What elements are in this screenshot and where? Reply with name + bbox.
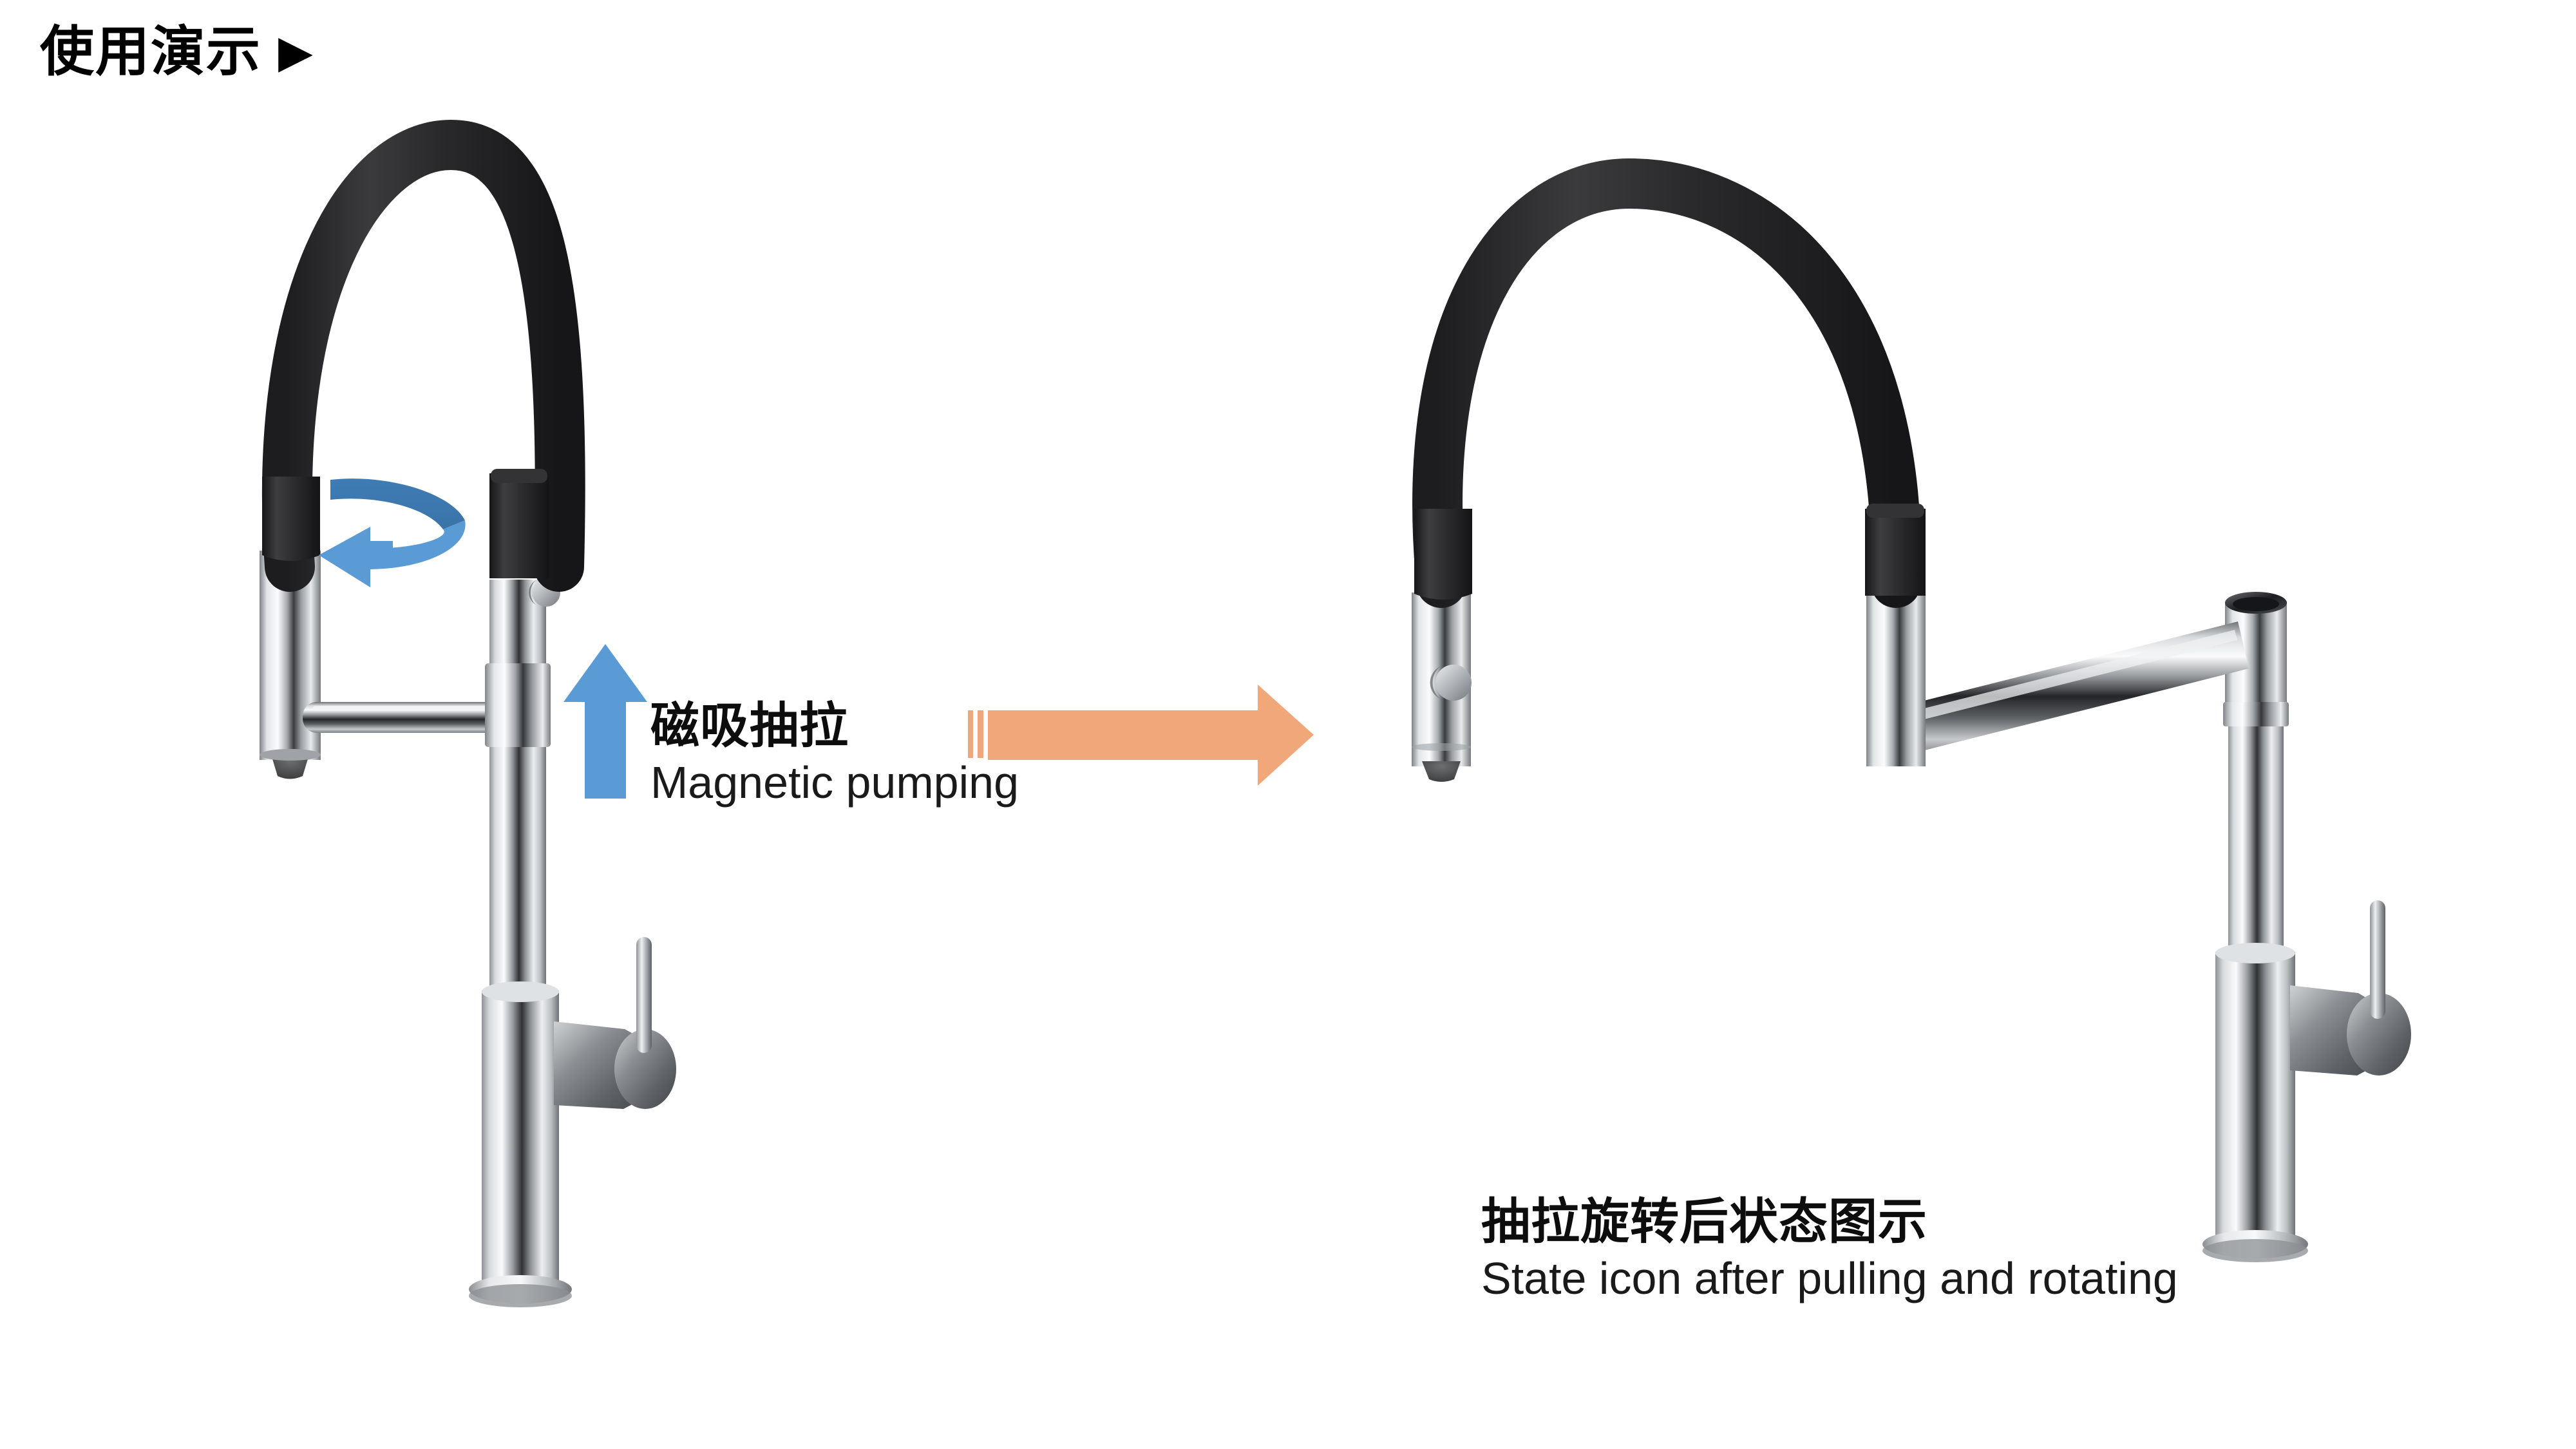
state-after-rotation-label-cn: 抽拉旋转后状态图示: [1481, 1195, 1927, 1249]
right-faucet-group: [1412, 158, 2411, 1262]
right-swivel-collar: [2223, 702, 2289, 726]
right-hose-arch: [1412, 158, 1922, 608]
arrow-right-icon: [968, 685, 1314, 786]
left-lever-handle[interactable]: [636, 937, 652, 1053]
right-hose-cuff-column-top: [1866, 504, 1924, 518]
left-hose-cuff-column: [489, 473, 549, 578]
right-spray-mode-button[interactable]: [1435, 665, 1472, 701]
right-chrome-column: [2228, 676, 2284, 979]
left-aerator-icon: [271, 755, 309, 779]
left-hose-cuff-column-top: [491, 469, 547, 483]
rotate-arrow-band-top: [330, 478, 465, 529]
right-lever-handle[interactable]: [2370, 900, 2385, 1019]
play-triangle-icon: ▶: [278, 26, 313, 77]
left-chrome-column: [489, 580, 546, 1030]
right-hose-cuff-spray: [1414, 509, 1472, 600]
left-handle-cap: [614, 1029, 676, 1109]
arrow-right-body: [988, 685, 1314, 786]
right-swivel-arm-highlight: [1899, 630, 2237, 725]
left-spray-head-bottom-edge: [260, 749, 321, 761]
state-after-rotation-label-en: State icon after pulling and rotating: [1481, 1253, 2178, 1304]
left-crossbar-highlight: [313, 706, 493, 711]
left-base-flange-bottom: [469, 1284, 572, 1307]
right-valve-housing-top: [2215, 943, 2295, 963]
right-swivel-open-inner: [2233, 597, 2279, 611]
left-spray-mode-button-shadow: [529, 580, 536, 605]
state-after-rotation-callout: 抽拉旋转后状态图示 State icon after pulling and r…: [1481, 1195, 2178, 1304]
right-hose-cuff-column: [1865, 509, 1926, 596]
left-valve-housing-top: [482, 981, 559, 1002]
arrow-right-tick-1: [968, 710, 973, 758]
left-valve-housing: [482, 990, 559, 1293]
magnetic-pumping-label-en: Magnetic pumping: [650, 757, 1019, 808]
right-base-flange-bottom: [2202, 1239, 2308, 1262]
left-hose-cuff-spray: [262, 477, 320, 561]
magnetic-pumping-callout: 磁吸抽拉 Magnetic pumping: [650, 699, 1019, 808]
right-aerator-icon: [1422, 761, 1461, 782]
right-spray-head-column: [1866, 586, 1926, 766]
magnetic-pumping-label-cn: 磁吸抽拉: [650, 699, 849, 753]
right-valve-housing: [2215, 952, 2295, 1248]
rotate-arrow-head-body: [368, 541, 393, 559]
left-faucet-group: [260, 119, 676, 1307]
left-column-collar: [485, 663, 551, 747]
arrow-up-icon: [564, 644, 647, 799]
rotate-arrow-icon: [319, 478, 466, 587]
left-hose-arch: [261, 119, 585, 592]
right-handle-cap: [2347, 993, 2411, 1075]
right-spray-head-seam: [1412, 743, 1471, 751]
page-title-label: 使用演示: [40, 21, 262, 82]
right-swivel-post: [2225, 602, 2287, 721]
rotate-arrow-head: [319, 527, 370, 587]
right-spray-mode-button-shadow: [1430, 667, 1440, 699]
page-title: 使用演示 ▶: [40, 24, 313, 79]
arrow-right-tick-2: [978, 710, 983, 758]
